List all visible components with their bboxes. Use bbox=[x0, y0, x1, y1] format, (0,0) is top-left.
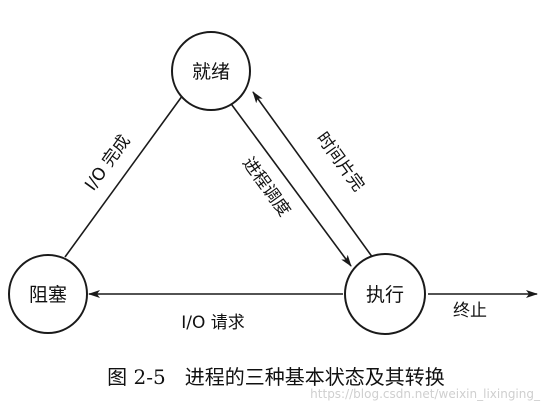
edge-time-slice bbox=[252, 91, 374, 259]
label-dispatch: 进程调度 bbox=[238, 154, 294, 221]
label-io-request: I/O 请求 bbox=[181, 313, 245, 333]
state-ready: 就绪 bbox=[171, 31, 251, 111]
state-ready-circle bbox=[171, 31, 251, 111]
edge-io-complete bbox=[64, 87, 189, 258]
watermark: https://blog.csdn.net/weixin_lixinging_ bbox=[310, 387, 541, 401]
state-running: 执行 bbox=[344, 253, 426, 335]
label-terminate: 终止 bbox=[453, 301, 487, 321]
figure-caption: 图 2-5 进程的三种基本状态及其转换 bbox=[107, 365, 445, 389]
state-running-circle bbox=[344, 253, 426, 335]
label-io-complete: I/O 完成 bbox=[81, 131, 135, 194]
state-blocked-label: 阻塞 bbox=[29, 284, 67, 306]
state-ready-label: 就绪 bbox=[192, 61, 230, 83]
state-blocked-circle bbox=[8, 254, 88, 334]
state-blocked: 阻塞 bbox=[8, 254, 88, 334]
edge-dispatch bbox=[225, 96, 352, 267]
state-running-label: 执行 bbox=[366, 284, 404, 306]
